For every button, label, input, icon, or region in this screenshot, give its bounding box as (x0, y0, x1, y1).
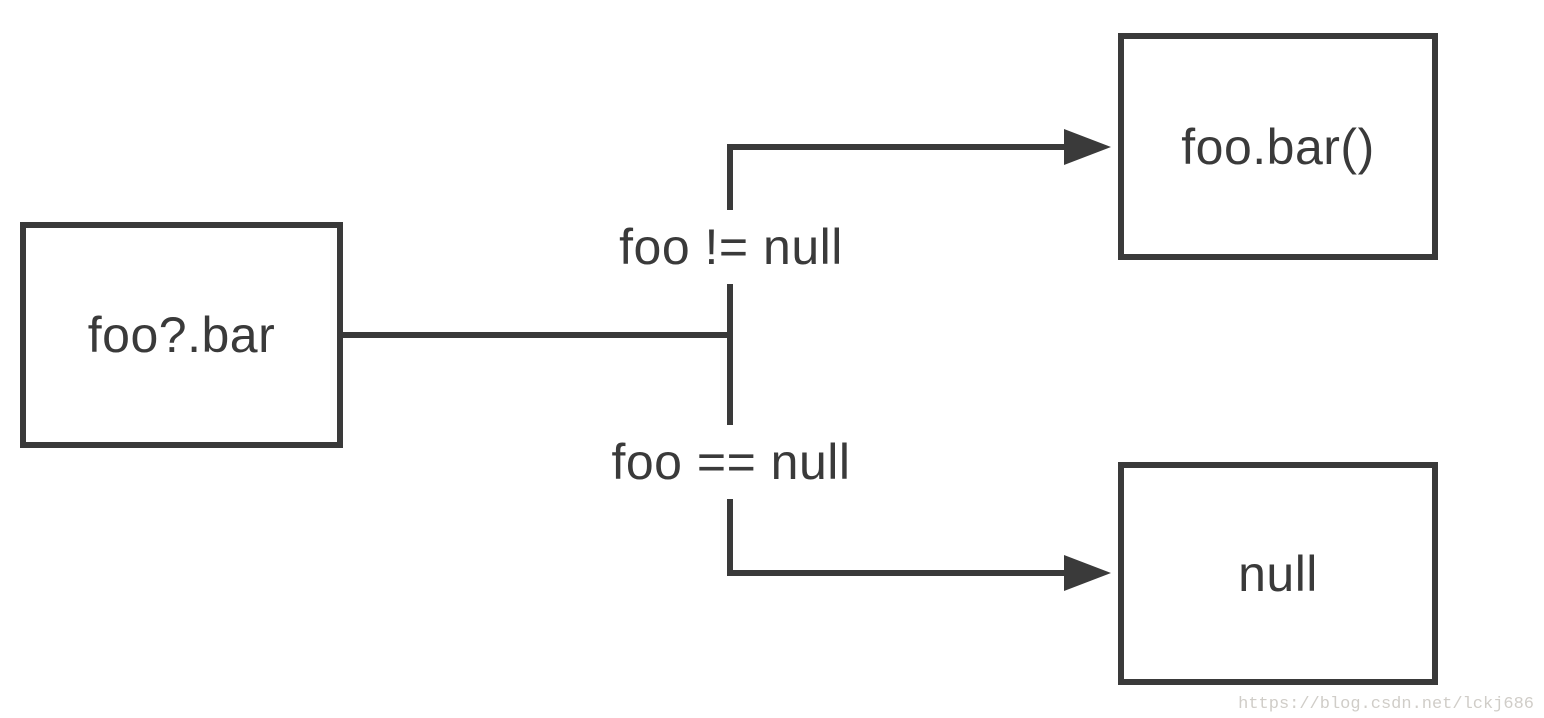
node-result-null: null (1118, 462, 1438, 685)
branch-condition-null: foo == null (601, 425, 861, 499)
node-result-not-null-label: foo.bar() (1181, 118, 1375, 175)
node-result-null-label: null (1238, 545, 1318, 602)
watermark-url: https://blog.csdn.net/lckj686 (1238, 695, 1534, 714)
connector-branch-vertical (727, 144, 733, 576)
node-result-foo-bar-call: foo.bar() (1118, 33, 1438, 260)
node-source-label: foo?.bar (87, 307, 276, 363)
connector-bottom-branch (727, 570, 1064, 576)
connector-source-to-junction (340, 332, 730, 338)
node-source-foo-optional-bar: foo?.bar (20, 222, 343, 448)
arrowhead-top-icon (1064, 129, 1111, 165)
branch-condition-not-null: foo != null (609, 210, 853, 284)
connector-top-branch (727, 144, 1064, 150)
arrowhead-bottom-icon (1064, 555, 1111, 591)
